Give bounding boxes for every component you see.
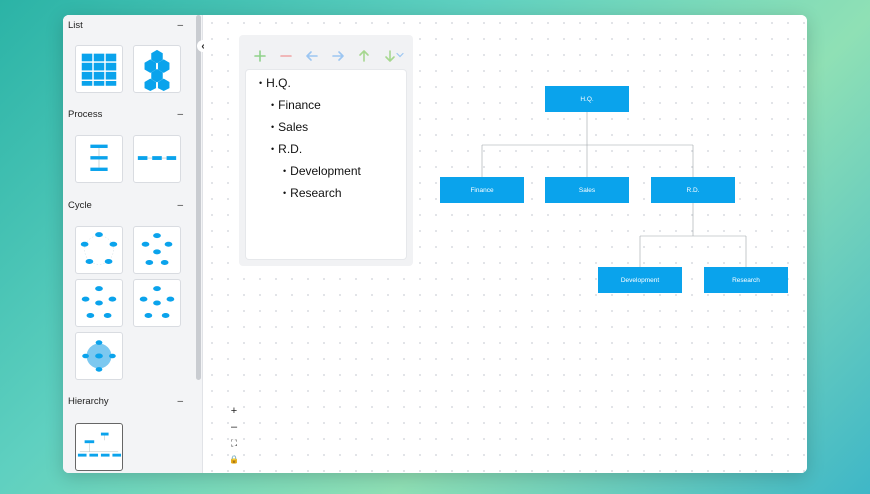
arrow-down-icon[interactable] [380, 46, 400, 66]
template-cycle-radial[interactable] [75, 279, 123, 327]
outline-item[interactable]: •Sales [271, 120, 309, 134]
org-node-development[interactable]: Development [598, 267, 682, 293]
chevron-down-icon[interactable] [395, 50, 405, 60]
section-header-process[interactable]: Process – [63, 104, 195, 124]
outline-item[interactable]: •Finance [271, 98, 321, 112]
collapse-section-icon[interactable]: – [177, 199, 183, 211]
collapse-section-icon[interactable]: – [177, 19, 183, 31]
arrow-up-icon[interactable] [354, 46, 374, 66]
outline-panel: •H.Q. •Finance •Sales •R.D. •Development… [239, 35, 413, 266]
outline-item[interactable]: •H.Q. [259, 76, 291, 90]
template-process-vertical[interactable] [75, 135, 123, 183]
template-cycle-cluster[interactable] [133, 226, 181, 274]
section-title: Process [68, 108, 103, 120]
section-title: Cycle [68, 199, 92, 211]
collapse-section-icon[interactable]: – [177, 395, 183, 407]
template-sidebar: List – Process – [63, 15, 203, 473]
org-node-finance[interactable]: Finance [440, 177, 524, 203]
outline-item[interactable]: •R.D. [271, 142, 303, 156]
section-header-cycle[interactable]: Cycle – [63, 195, 195, 215]
template-cycle-hub[interactable] [75, 332, 123, 380]
section-header-hierarchy[interactable]: Hierarchy – [63, 391, 195, 411]
minus-icon[interactable] [276, 46, 296, 66]
plus-icon[interactable] [250, 46, 270, 66]
template-cycle-star[interactable] [133, 279, 181, 327]
template-list-grid[interactable] [75, 45, 123, 93]
outline-item[interactable]: •Research [283, 186, 342, 200]
org-node-hq[interactable]: H.Q. [545, 86, 629, 112]
zoom-in-button[interactable]: + [230, 405, 238, 417]
lock-icon[interactable]: 🔒 [229, 454, 239, 464]
arrow-left-icon[interactable] [302, 46, 322, 66]
arrow-right-icon[interactable] [328, 46, 348, 66]
sidebar-scrollbar[interactable] [196, 15, 201, 380]
section-title: List [68, 19, 83, 31]
org-node-sales[interactable]: Sales [545, 177, 629, 203]
template-process-horizontal[interactable] [133, 135, 181, 183]
collapse-section-icon[interactable]: – [177, 108, 183, 120]
diagram-canvas[interactable]: H.Q. Finance Sales R.D. Development Rese… [204, 15, 807, 473]
template-hierarchy-org[interactable] [75, 423, 123, 471]
section-header-list[interactable]: List – [63, 15, 195, 35]
fit-view-icon[interactable]: ⛶ [230, 437, 238, 448]
org-node-research[interactable]: Research [704, 267, 788, 293]
outline-item[interactable]: •Development [283, 164, 361, 178]
template-cycle-ring[interactable] [75, 226, 123, 274]
section-title: Hierarchy [68, 395, 109, 407]
app-window: List – Process – [63, 15, 807, 473]
outline-toolbar [247, 45, 407, 67]
outline-editor[interactable]: •H.Q. •Finance •Sales •R.D. •Development… [246, 70, 406, 259]
org-node-rd[interactable]: R.D. [651, 177, 735, 203]
template-list-hexagon[interactable] [133, 45, 181, 93]
zoom-out-button[interactable]: – [230, 421, 238, 433]
